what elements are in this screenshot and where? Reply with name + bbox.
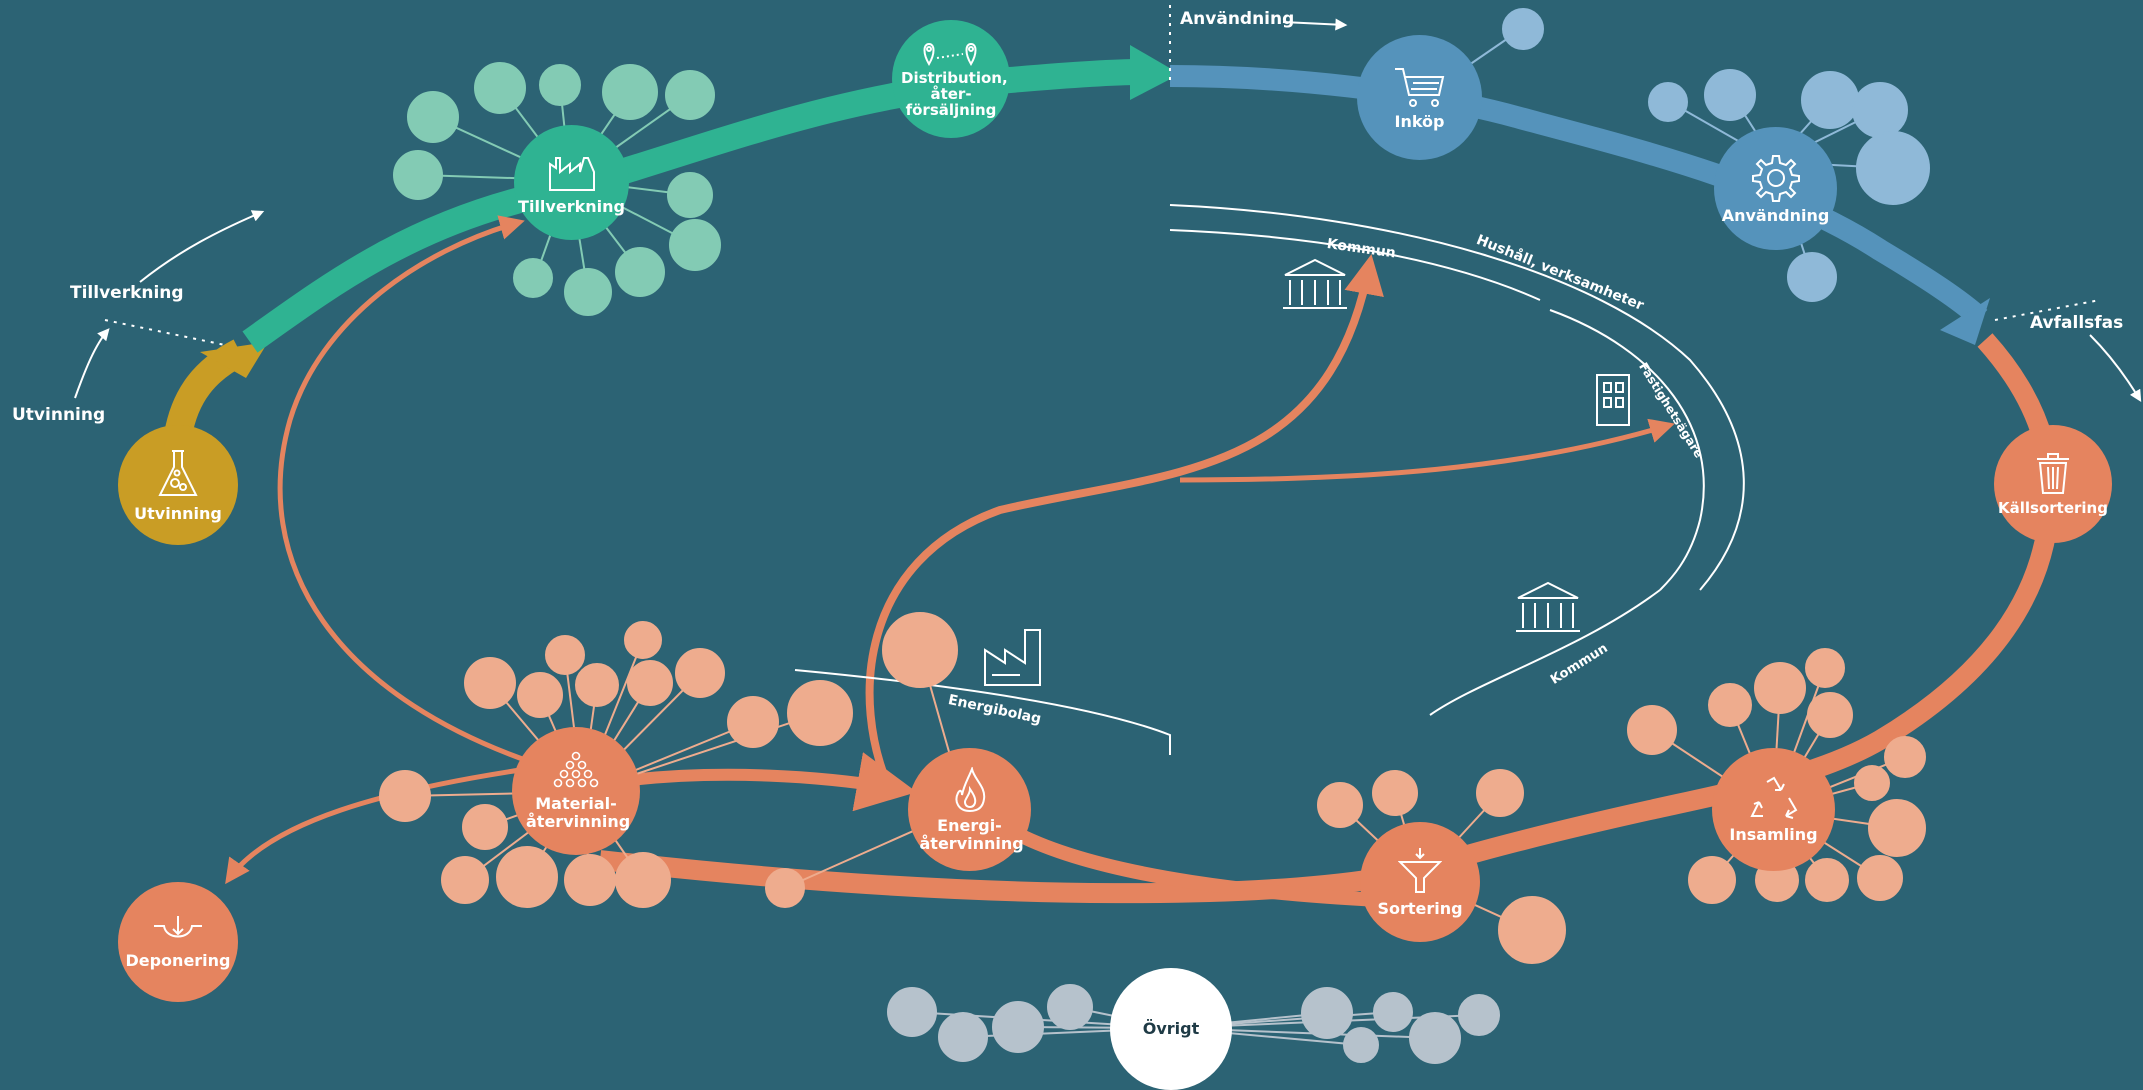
node-label-insamling: Insamling — [1729, 824, 1818, 844]
phase-divider-tillverkning — [104, 319, 226, 346]
node-label-kallsortering: Källsortering — [1998, 499, 2108, 517]
factory-icon — [548, 156, 595, 191]
phase-arrow-utvinning — [74, 328, 110, 399]
flow-material-to-deponering — [225, 767, 521, 885]
apartment-building-icon — [1596, 374, 1630, 426]
actor-arc-kommun-bottom — [1429, 589, 1661, 716]
node-distribution[interactable]: Distribution, åter- försäljning — [892, 20, 1010, 138]
flow-production-arrowhead — [1130, 45, 1180, 100]
flow-material-to-energi — [629, 752, 917, 812]
municipal-building-icon — [1516, 581, 1580, 632]
node-label-sortering: Sortering — [1377, 899, 1463, 918]
node-label-deponering: Deponering — [125, 951, 231, 970]
node-sortering[interactable]: Sortering — [1360, 822, 1480, 942]
flow-energi-to-fastighetsagare — [1179, 418, 1675, 483]
node-utvinning[interactable]: Utvinning — [118, 425, 238, 545]
phase-arrow-anvandning — [1282, 18, 1348, 31]
power-plant-icon — [984, 629, 1041, 686]
recycle-icon — [1749, 776, 1797, 819]
node-label-materialatervinning: Material- återvinning — [526, 794, 631, 831]
node-label-distribution: Distribution, åter- försäljning — [901, 69, 1008, 119]
phase-arrow-tillverkning — [139, 210, 265, 283]
flow-energi-to-sortering — [1006, 823, 1381, 907]
production-satellites — [393, 62, 721, 316]
node-inkop[interactable]: Inköp — [1357, 35, 1482, 160]
node-tillverkning[interactable]: Tillverkning — [514, 125, 629, 240]
flow-production-band — [242, 59, 1141, 353]
flow-energi-to-kommun — [865, 254, 1384, 792]
node-kallsortering[interactable]: Källsortering — [1994, 425, 2112, 543]
material-satellites — [379, 621, 853, 908]
phase-label-anvandning: Användning — [1180, 9, 1295, 29]
phase-label-avfallsfas: Avfallsfas — [2030, 313, 2124, 333]
pellets-icon — [553, 751, 599, 788]
shopping-cart-icon — [1394, 67, 1444, 107]
node-label-inkop: Inköp — [1394, 111, 1445, 131]
phase-label-utvinning: Utvinning — [12, 405, 106, 425]
gear-icon — [1751, 154, 1800, 202]
funnel-icon — [1398, 848, 1442, 893]
actor-arc-fastighetsagare — [1549, 309, 1705, 591]
node-label-ovrigt: Övrigt — [1142, 1019, 1200, 1038]
node-ovrigt[interactable]: Övrigt — [1110, 968, 1232, 1090]
node-label-utvinning: Utvinning — [134, 504, 222, 523]
node-energiatervinning[interactable]: Energi- återvinning — [908, 748, 1031, 871]
node-label-tillverkning: Tillverkning — [518, 196, 625, 216]
node-insamling[interactable]: Insamling — [1712, 748, 1835, 871]
node-deponering[interactable]: Deponering — [118, 882, 238, 1002]
flow-use-band — [1169, 65, 1988, 327]
actor-arc-energibolag — [794, 669, 1171, 755]
phase-arrow-avfallsfas — [2089, 334, 2142, 403]
flask-icon — [158, 450, 198, 496]
flame-icon — [955, 766, 985, 812]
node-label-energiatervinning: Energi- återvinning — [919, 815, 1024, 853]
trash-bin-icon — [2037, 453, 2069, 494]
map-pins-icon — [923, 42, 977, 66]
flow-use-arrowhead — [1940, 298, 1990, 345]
flow-material-to-tillverkning — [277, 215, 556, 773]
phase-label-tillverkning: Tillverkning — [70, 283, 184, 303]
flow-utvinning-arrowhead — [200, 342, 268, 378]
actor-arc-hushall — [1169, 204, 1745, 591]
landfill-icon — [154, 916, 202, 938]
actor-arc-kommun-top — [1169, 229, 1541, 301]
node-label-anvandning: Användning — [1721, 205, 1830, 225]
node-anvandning[interactable]: Användning — [1714, 127, 1837, 250]
use-satellites — [1417, 8, 1930, 302]
municipal-building-icon — [1283, 258, 1347, 309]
node-materialatervinning[interactable]: Material- återvinning — [512, 727, 640, 855]
